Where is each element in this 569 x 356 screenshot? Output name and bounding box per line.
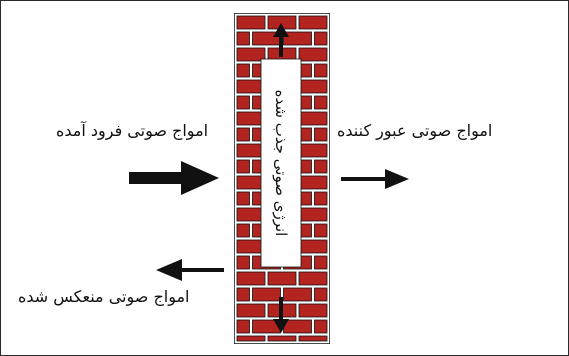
incident-waves-label: امواج صوتی فرود آمده xyxy=(56,121,209,140)
brick xyxy=(267,271,297,286)
brick xyxy=(298,271,328,286)
brick xyxy=(314,191,328,206)
brick xyxy=(314,95,328,110)
brick xyxy=(298,207,328,222)
brick xyxy=(298,15,328,30)
brick xyxy=(236,287,250,302)
brick xyxy=(314,159,328,174)
label-panel xyxy=(260,58,302,268)
brick xyxy=(298,47,328,62)
brick xyxy=(314,319,328,334)
brick xyxy=(267,335,297,342)
arrow-left-icon xyxy=(156,259,224,281)
brick xyxy=(314,31,328,46)
brick xyxy=(236,191,250,206)
arrow-up-icon xyxy=(273,23,289,57)
absorbed-energy-box: انرژی صوتی جذب شده xyxy=(261,59,301,267)
brick-wall-graphic xyxy=(234,13,330,344)
brick xyxy=(252,287,281,302)
brick xyxy=(298,143,328,158)
brick xyxy=(298,111,328,126)
brick xyxy=(298,79,328,94)
brick xyxy=(314,255,328,270)
brick xyxy=(236,159,250,174)
brick xyxy=(314,127,328,142)
brick xyxy=(236,255,250,270)
reflected-waves-label: امواج صوتی منعکس شده xyxy=(18,287,190,306)
brick xyxy=(298,335,328,342)
brick xyxy=(298,175,328,190)
brick xyxy=(236,15,266,30)
arrow-right-icon xyxy=(341,169,409,189)
brick xyxy=(236,31,250,46)
brick xyxy=(283,31,312,46)
brick xyxy=(236,319,250,334)
transmitted-waves-label: امواج صوتی عبور کننده xyxy=(337,121,493,140)
brick xyxy=(236,63,250,78)
brick xyxy=(314,63,328,78)
brick xyxy=(236,223,250,238)
arrow-down-icon xyxy=(273,297,289,333)
brick xyxy=(236,47,266,62)
absorbed-energy-label: انرژی صوتی جذب شده xyxy=(272,89,290,237)
brick xyxy=(236,95,250,110)
brick xyxy=(236,335,266,342)
brick-wall xyxy=(234,13,330,344)
brick xyxy=(314,287,328,302)
brick xyxy=(283,287,312,302)
brick xyxy=(314,223,328,238)
brick xyxy=(298,303,328,318)
arrow-right-icon xyxy=(129,161,219,195)
brick xyxy=(298,239,328,254)
brick xyxy=(236,271,266,286)
brick xyxy=(236,127,250,142)
brick xyxy=(236,303,266,318)
